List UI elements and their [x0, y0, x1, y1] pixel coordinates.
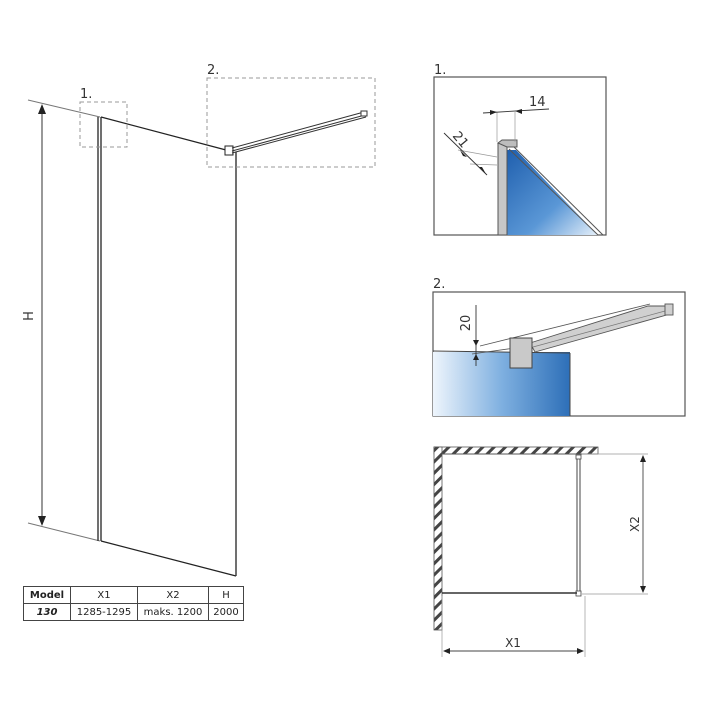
- detail-1-view: 1. 14 21: [433, 63, 607, 236]
- cell-model: 130: [23, 603, 71, 621]
- x2-label: X2: [628, 516, 642, 532]
- height-label: H: [22, 311, 37, 321]
- callout-label-1: 1.: [80, 87, 92, 102]
- header-h: H: [208, 586, 244, 604]
- spec-table: Model X1 X2 H 130 1285-1295 maks. 1200 2…: [23, 586, 244, 621]
- dimension-14: 14: [529, 95, 546, 110]
- callout-box-2: [206, 77, 376, 168]
- header-x1: X1: [70, 586, 138, 604]
- cell-x2: maks. 1200: [137, 603, 209, 621]
- header-x2: X2: [137, 586, 209, 604]
- table-row: 130 1285-1295 maks. 1200 2000: [23, 603, 244, 621]
- detail-2-title: 2.: [433, 277, 445, 292]
- dimension-20: 20: [459, 315, 474, 332]
- cell-h: 2000: [208, 603, 244, 621]
- main-perspective-view: H 1. 2.: [22, 63, 376, 577]
- x1-label: X1: [505, 636, 521, 650]
- header-model: Model: [23, 586, 71, 604]
- callout-box-1: [79, 101, 128, 148]
- cell-x1: 1285-1295: [70, 603, 138, 621]
- plan-view: X2 X1: [433, 446, 648, 657]
- spec-table-header: Model X1 X2 H: [23, 586, 244, 604]
- detail-2-view: 2. 20: [432, 277, 686, 417]
- detail-1-title: 1.: [434, 63, 446, 78]
- callout-label-2: 2.: [207, 63, 219, 78]
